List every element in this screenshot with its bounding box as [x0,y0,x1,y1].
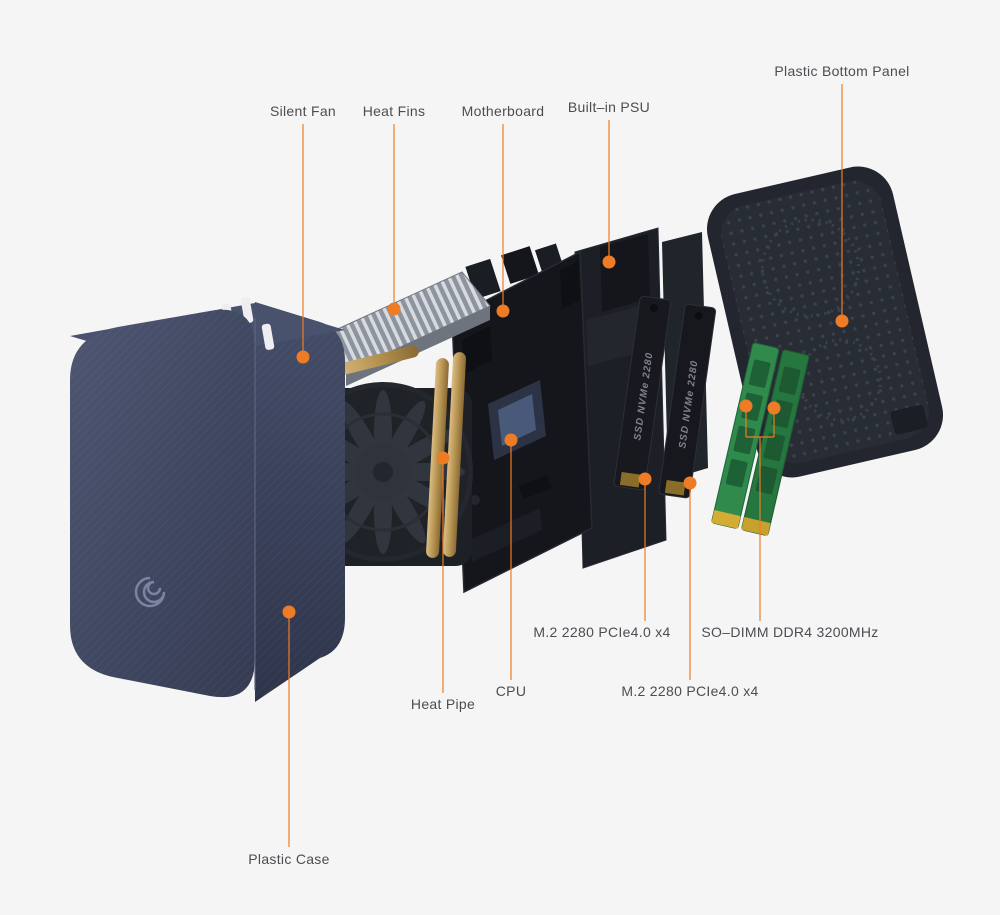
motherboard-illustration [451,243,593,594]
label-motherboard: Motherboard [461,103,545,119]
label-m2-ssd-secondary: M.2 2280 PCIe4.0 x4 [621,683,759,699]
label-m2-ssd-primary: M.2 2280 PCIe4.0 x4 [533,624,671,640]
label-heat-pipe: Heat Pipe [410,696,476,712]
motherboard-dot [496,304,510,318]
cpu-illustration [488,380,546,460]
ssd-primary-illustration: SSD NVMe 2280 [613,295,672,491]
spiral-logo-icon [134,576,166,608]
heat-pipe-dot [436,451,450,465]
label-plastic-bottom-panel: Plastic Bottom Panel [774,63,910,79]
leader-lines [288,84,843,847]
cpu-dot [504,433,518,447]
case-illustration [70,296,345,702]
m2-primary-dot [638,472,652,486]
ssd-secondary-illustration: SSD NVMe 2280 [658,303,717,499]
label-heat-fins: Heat Fins [362,103,426,119]
leader-dots [282,255,849,619]
label-built-in-psu: Built–in PSU [567,99,651,115]
heat-fins-dot [387,302,401,316]
so-dimm-dot-left [739,399,753,413]
label-plastic-case: Plastic Case [248,851,330,867]
so-dimm-dot-right [767,401,781,415]
bottom-panel-dot [835,314,849,328]
plastic-case-dot [282,605,296,619]
silent-fan-dot [296,350,310,364]
label-cpu: CPU [495,683,527,699]
m2-secondary-dot [683,476,697,490]
label-so-dimm: SO–DIMM DDR4 3200MHz [701,624,879,640]
label-silent-fan: Silent Fan [269,103,337,119]
psu-dot [602,255,616,269]
